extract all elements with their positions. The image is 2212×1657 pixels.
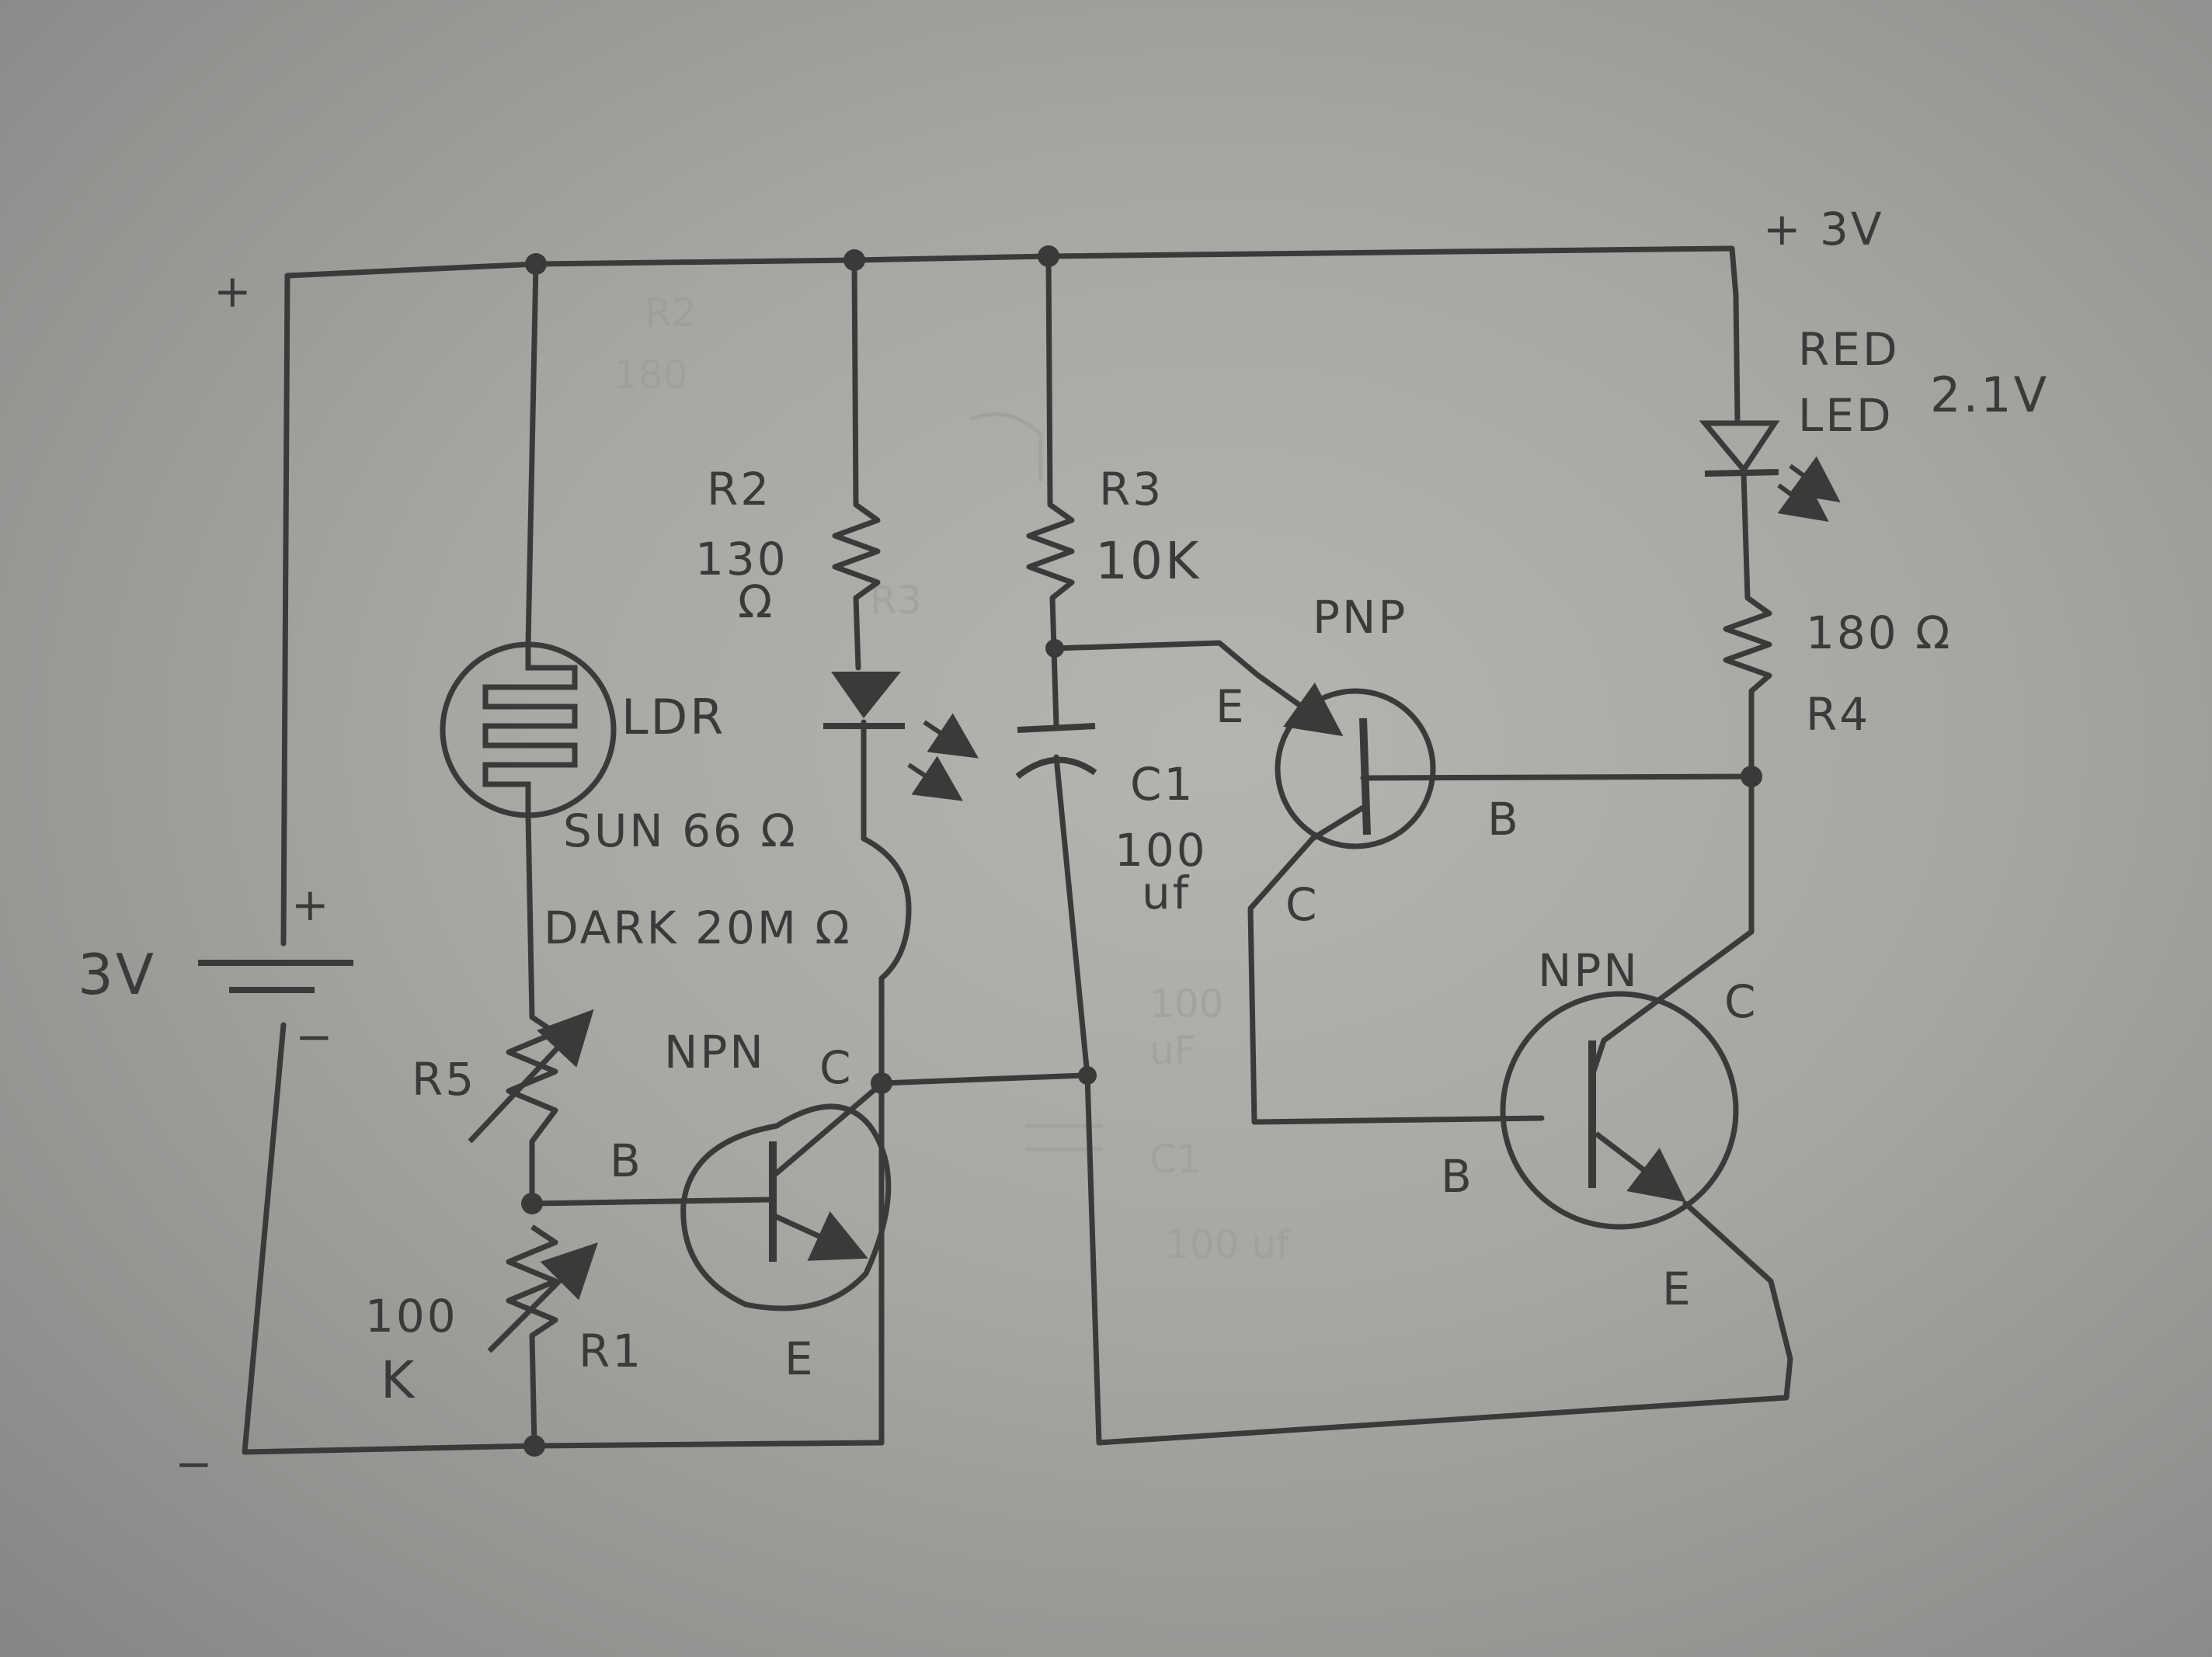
battery-left-wire-top: [280, 273, 290, 947]
c1-value-b: uf: [1142, 867, 1191, 919]
ldr-wire-bottom: [525, 812, 535, 1020]
ldr-symbol: [440, 641, 617, 818]
r3-value: 10K: [1095, 531, 1201, 591]
npn2-emitter-wire: [1682, 1200, 1793, 1362]
pnp-b: B: [1487, 793, 1521, 846]
r2-unit: Ω: [738, 575, 774, 628]
r3-wire-top: [1045, 253, 1053, 508]
junction-dot: [523, 1435, 545, 1457]
plus-top-left: +: [214, 265, 254, 318]
c1-name: C1: [1130, 758, 1195, 811]
pnp-emitter-wire: [1052, 640, 1261, 679]
ghost-label: R2: [645, 290, 697, 335]
r2-value: 130: [695, 533, 788, 585]
collector-to-c1-wire: [878, 1072, 1087, 1086]
led-label-b: LED: [1798, 389, 1894, 442]
ghost-label: 100 uf: [1165, 1222, 1291, 1267]
c1-column-ground-wire: [1084, 1072, 1102, 1446]
ldr-label: LDR: [621, 689, 725, 745]
npn2-c: C: [1724, 975, 1758, 1028]
ghost-label: 180: [614, 353, 687, 398]
r1-label: R1: [579, 1325, 643, 1377]
npn2-label: NPN: [1538, 944, 1640, 997]
r3-resistor: [1026, 502, 1075, 600]
bottom-rail-right: [1096, 1356, 1793, 1446]
r1-to-ground-wire: [529, 1332, 537, 1449]
top-rail-wire: [284, 245, 1739, 298]
junction-dot: [1045, 639, 1064, 658]
junctions: [521, 245, 1762, 1457]
r2-name: R2: [707, 463, 771, 516]
bottom-rail-left: [242, 1440, 885, 1455]
r4-resistor: [1723, 596, 1772, 693]
led-label-a: RED: [1798, 323, 1900, 376]
ldr-sun: SUN 66 Ω: [563, 804, 798, 857]
junction-dot: [521, 1193, 543, 1214]
r2-to-led-wire: [853, 595, 861, 671]
pnp-c: C: [1285, 878, 1320, 931]
pnp-transistor: [1256, 673, 1436, 849]
r4-value: 180 Ω: [1806, 606, 1952, 659]
minus-bottom-left: −: [175, 1437, 215, 1490]
pnp-label: PNP: [1313, 591, 1407, 644]
r1-value-b: K: [381, 1350, 416, 1410]
led-top-wire: [1733, 292, 1741, 422]
junction-dot: [843, 249, 865, 271]
battery-left-wire-bottom: [242, 1022, 287, 1455]
led-to-collector-wire: [861, 719, 912, 1086]
npn1-c: C: [819, 1041, 854, 1094]
npn1-base-wire: [529, 1197, 772, 1207]
ghost-label: 100: [1149, 981, 1223, 1027]
wires: [242, 245, 1793, 1455]
npn1-e: E: [784, 1332, 816, 1385]
pnp-e: E: [1216, 680, 1247, 733]
ldr-dark: DARK 20M Ω: [544, 901, 852, 954]
npn1-b: B: [610, 1134, 643, 1187]
battery-minus: −: [295, 1010, 336, 1063]
ghost-label: R3: [870, 578, 922, 623]
r2-resistor: [832, 502, 881, 600]
junction-dot: [1741, 766, 1762, 787]
r1-variable-resistor: [487, 1225, 598, 1353]
battery-plus: +: [291, 878, 332, 931]
npn2-b: B: [1441, 1150, 1474, 1203]
r2-wire-top: [851, 257, 859, 508]
junction-dot: [1038, 245, 1059, 267]
r3-to-c1-wire: [1049, 595, 1059, 729]
npn2-collector-wire: [1601, 929, 1755, 1044]
ghost-label: C1: [1149, 1137, 1202, 1182]
labels: + − + − 3V + 3V R2 130 Ω R3 10K LDR SUN …: [78, 203, 2049, 1490]
battery-voltage: 3V: [78, 942, 156, 1007]
r5-variable-resistor: [468, 1009, 594, 1144]
c1-value-a: 100: [1115, 824, 1208, 877]
r1-value-a: 100: [365, 1290, 458, 1343]
r3-name: R3: [1099, 463, 1163, 516]
junction-dot: [1078, 1066, 1097, 1085]
pnp-base-wire: [1360, 773, 1755, 781]
npn1-label: NPN: [664, 1026, 766, 1079]
npn1-transistor: [680, 1085, 892, 1311]
c1-capacitor: [1015, 723, 1097, 780]
red-led-symbol: [1699, 420, 1841, 523]
plus-3v-label: + 3V: [1763, 203, 1884, 255]
c1-to-node-wire: [1053, 754, 1090, 1079]
led-voltage: 2.1V: [1930, 366, 2049, 423]
ldr-wire-top: [525, 261, 539, 648]
ghost-label: uF: [1149, 1028, 1196, 1073]
pnp-collector-wire: [1247, 835, 1545, 1125]
led-to-r4-wire: [1741, 471, 1751, 601]
junction-dot: [525, 253, 547, 275]
r5-label: R5: [412, 1053, 476, 1106]
npn2-e: E: [1662, 1263, 1693, 1315]
r4-name: R4: [1806, 688, 1870, 741]
battery-symbol: [198, 960, 353, 993]
npn2-transistor: [1500, 991, 1739, 1230]
photo-led-symbol: [823, 672, 979, 801]
